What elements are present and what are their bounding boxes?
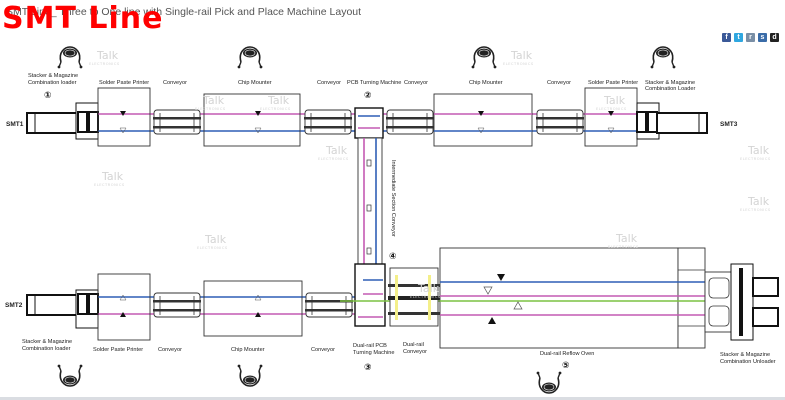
conveyor5-label: Conveyor bbox=[158, 347, 182, 353]
watermark-logo: Talk bbox=[510, 49, 533, 62]
turning-label: PCB Turning Machine bbox=[347, 80, 401, 86]
unloader-label-2: Combination Unloader bbox=[720, 359, 776, 365]
dual-conveyor-label-1: Dual-rail bbox=[403, 342, 424, 348]
loader2-label-2: Combination loader bbox=[22, 346, 71, 352]
printer1-label: Solder Paste Printer bbox=[99, 80, 149, 86]
loader3-label-2: Combination Loader bbox=[645, 86, 696, 92]
conveyor4-label: Conveyor bbox=[547, 80, 571, 86]
watermark-text: ELECTRONICS bbox=[260, 107, 291, 111]
dual-turning-label-1: Dual-rail PCB bbox=[353, 343, 387, 349]
watermark-text: ELECTRONICS bbox=[197, 246, 228, 250]
delicious-icon[interactable]: d bbox=[770, 33, 779, 42]
watermark-text: ELECTRONICS bbox=[608, 245, 639, 249]
loader2-label-1: Stacker & Magazine bbox=[22, 339, 72, 345]
dual-turning-label-2: Turning Machine bbox=[353, 350, 394, 356]
dual-conveyor-label-2: Conveyor bbox=[403, 349, 427, 355]
printer2-label: Solder Paste Printer bbox=[93, 347, 143, 353]
mounter1-label: Chip Mounter bbox=[238, 80, 272, 86]
step-1: ① bbox=[44, 91, 52, 101]
bottom-line bbox=[26, 247, 779, 349]
watermark-text: ELECTRONICS bbox=[410, 295, 441, 299]
conveyor1-label: Conveyor bbox=[163, 80, 187, 86]
loader1-label-2: Combination loader bbox=[28, 80, 77, 86]
watermark-logo: Talk bbox=[101, 170, 124, 183]
watermark-text: ELECTRONICS bbox=[596, 107, 627, 111]
page-caption: SMT Line_ Three to One line with Single-… bbox=[6, 6, 362, 18]
watermark-logo: Talk bbox=[417, 282, 440, 295]
watermark-text: ELECTRONICS bbox=[94, 183, 125, 187]
watermark-logo: Talk bbox=[615, 232, 638, 245]
unloader-label-1: Stacker & Magazine bbox=[720, 352, 770, 358]
twitter-icon[interactable]: t bbox=[734, 33, 743, 42]
conveyor6-label: Conveyor bbox=[311, 347, 335, 353]
facebook-icon[interactable]: f bbox=[722, 33, 731, 42]
watermark-logo: Talk bbox=[603, 94, 626, 107]
bottom-scroll-strip bbox=[0, 397, 785, 400]
watermark-logo: Talk bbox=[202, 94, 225, 107]
top-line bbox=[26, 87, 708, 147]
mounter3-label: Chip Mounter bbox=[469, 80, 503, 86]
loader3-label-1: Stacker & Magazine bbox=[645, 80, 695, 86]
watermark-logo: Talk bbox=[96, 49, 119, 62]
watermark-logo: Talk bbox=[267, 94, 290, 107]
loader-1 bbox=[26, 102, 99, 140]
watermark-text: ELECTRONICS bbox=[740, 208, 771, 212]
smt3-label: SMT3 bbox=[720, 121, 738, 128]
intermediate-conveyor bbox=[357, 137, 383, 265]
step-4: ④ bbox=[389, 252, 397, 262]
step-5: ⑤ bbox=[562, 361, 570, 371]
watermark-logo: Talk bbox=[325, 144, 348, 157]
mounter2-label: Chip Mounter bbox=[231, 347, 265, 353]
loader1-label-1: Stacker & Magazine bbox=[28, 73, 78, 79]
stumbleupon-icon[interactable]: s bbox=[758, 33, 767, 42]
watermark-logo: Talk bbox=[747, 144, 770, 157]
printer3-label: Solder Paste Printer bbox=[588, 80, 638, 86]
conveyor3-label: Conveyor bbox=[404, 80, 428, 86]
step-3: ③ bbox=[364, 363, 372, 373]
watermark-logo: Talk bbox=[204, 233, 227, 246]
step-2: ② bbox=[364, 91, 372, 101]
watermark-logo: Talk bbox=[747, 195, 770, 208]
watermark-text: ELECTRONICS bbox=[740, 157, 771, 161]
conveyor2-label: Conveyor bbox=[317, 80, 341, 86]
reflow-label: Dual-rail Reflow Oven bbox=[540, 351, 594, 357]
intermediate-label: Intermediate Section Conveyor bbox=[390, 160, 396, 237]
reddit-icon[interactable]: r bbox=[746, 33, 755, 42]
smt2-label: SMT2 bbox=[5, 302, 23, 309]
watermark-text: ELECTRONICS bbox=[503, 62, 534, 66]
watermark-text: ELECTRONICS bbox=[195, 107, 226, 111]
brand-overlay: SMT Line bbox=[2, 1, 164, 36]
watermark-text: ELECTRONICS bbox=[89, 62, 120, 66]
watermark-text: ELECTRONICS bbox=[318, 157, 349, 161]
smt1-label: SMT1 bbox=[6, 121, 24, 128]
